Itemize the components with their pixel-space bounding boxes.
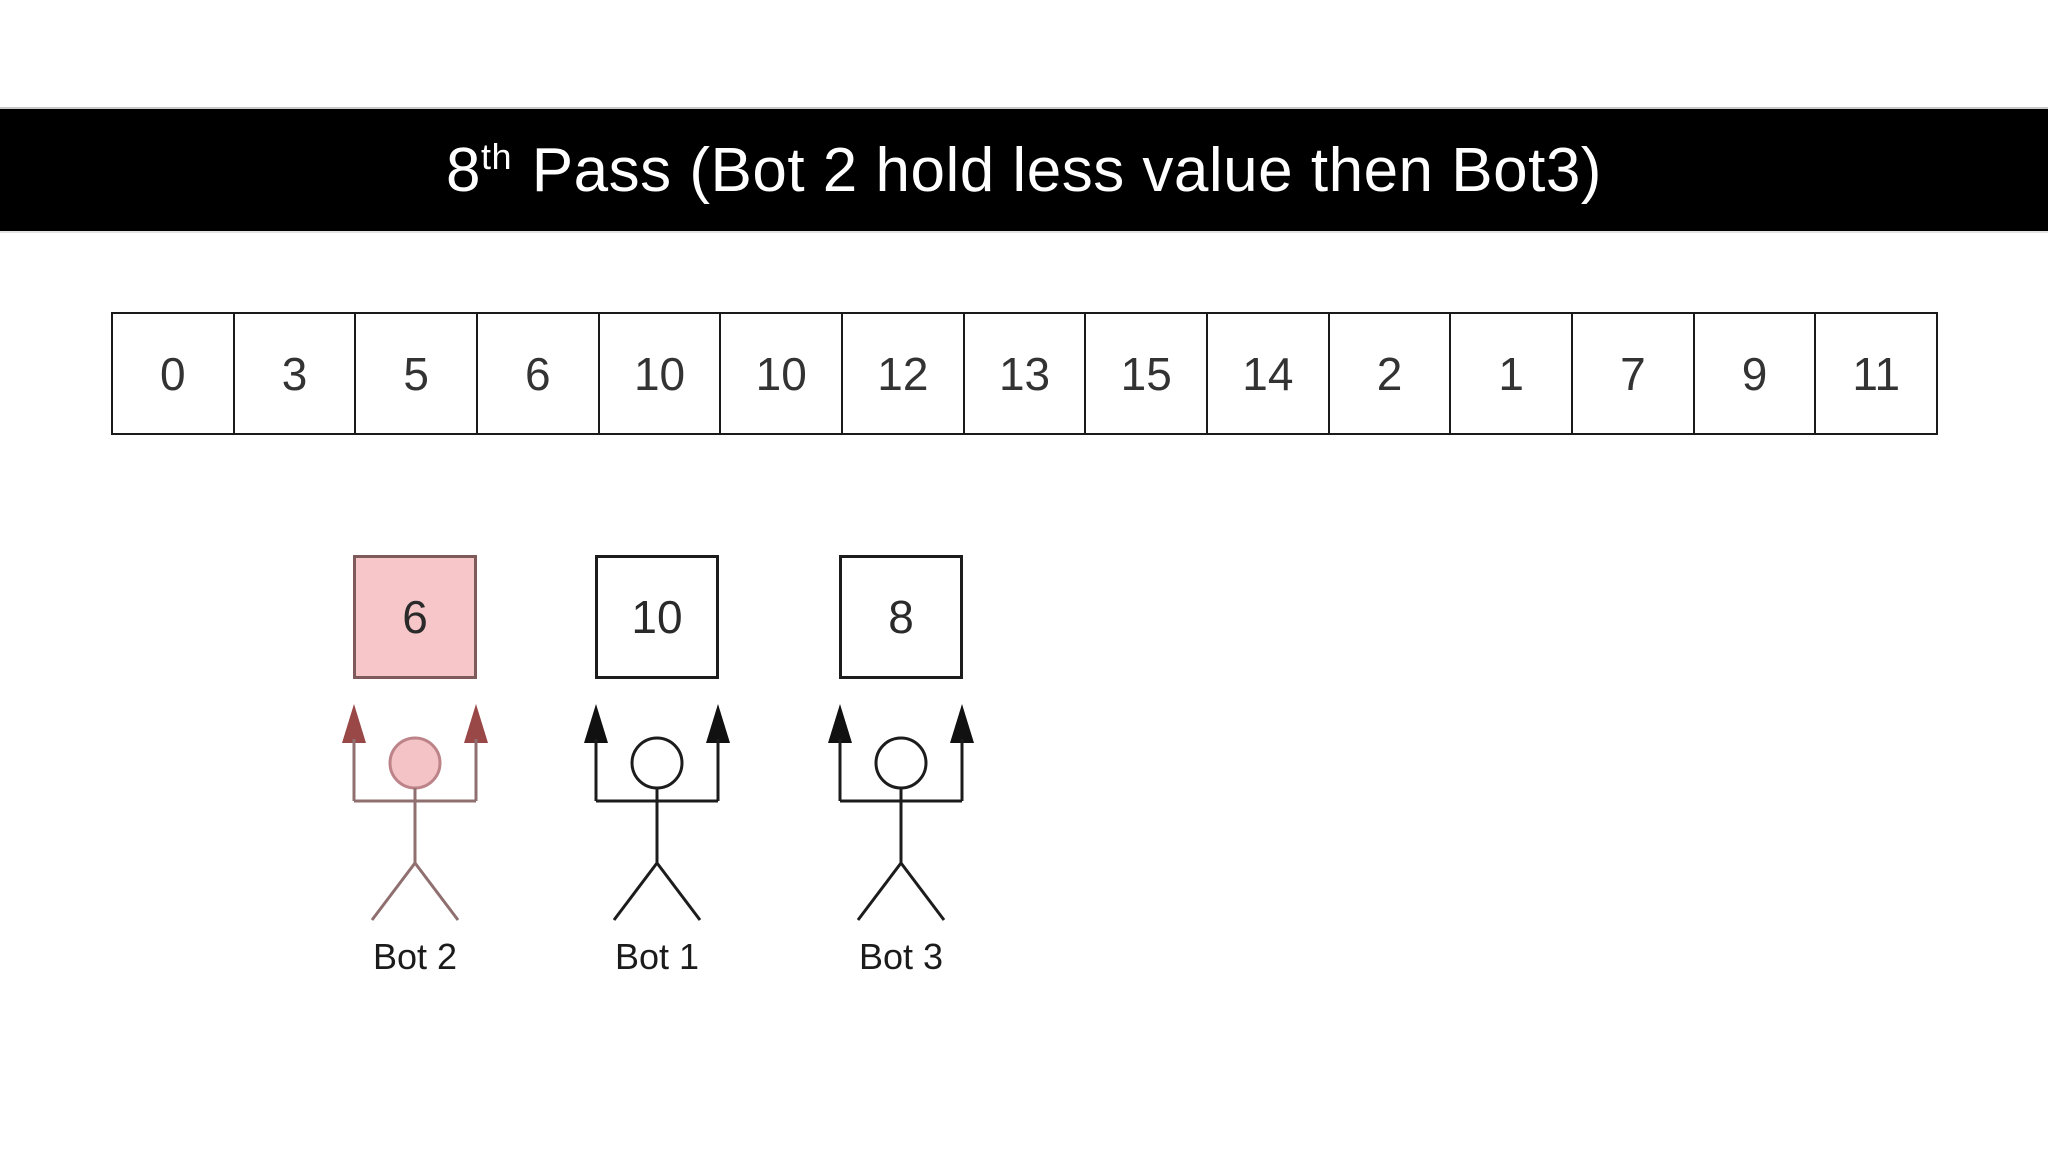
array-cell: 3: [235, 314, 357, 433]
array-cell: 10: [600, 314, 722, 433]
array-cell: 7: [1573, 314, 1695, 433]
bot-value: 6: [402, 591, 428, 643]
arrow-up-icon: [464, 704, 488, 743]
arrow-up-icon: [706, 704, 730, 743]
bot-value: 8: [888, 591, 914, 643]
number-array: 0 3 5 6 10 10 12 13 15 14 2 1 7 9 11: [111, 312, 1938, 435]
arrow-up-icon: [342, 704, 366, 743]
array-cell: 1: [1451, 314, 1574, 433]
figure-head: [874, 736, 928, 790]
stick-figure-icon: [342, 704, 488, 921]
arrow-up-icon: [950, 704, 974, 743]
array-cell: 2: [1330, 314, 1452, 433]
figure-head: [630, 736, 684, 790]
figure-head: [388, 736, 442, 790]
bot-group-bot3: 8 Bot 3: [811, 555, 991, 978]
title-superscript: th: [481, 135, 513, 177]
bot-value-box: 8: [839, 555, 963, 679]
figure-right-leg: [655, 862, 702, 921]
bot-group-bot1: 10 Bot 1: [567, 555, 747, 978]
array-cell: 11: [1852, 347, 1901, 400]
title-rest: Pass (Bot 2 hold less value then Bot3): [514, 135, 1602, 205]
arrow-up-icon: [828, 704, 852, 743]
figure-left-leg: [856, 862, 903, 921]
page-title: 8th Pass (Bot 2 hold less value then Bot…: [446, 135, 1602, 206]
figure-right-leg: [413, 862, 460, 921]
array-cell: 5: [356, 314, 479, 433]
array-cell: 12: [843, 314, 965, 433]
array-cell: 15: [1086, 314, 1209, 433]
bot-label: Bot 2: [372, 936, 458, 977]
array-cell: 0: [113, 314, 235, 433]
title-bar: 8th Pass (Bot 2 hold less value then Bot…: [0, 107, 2048, 233]
bot-value-box: 6: [353, 555, 477, 679]
array-cell: 10: [721, 314, 844, 433]
title-number: 8: [446, 135, 482, 205]
array-cell: 14: [1208, 314, 1330, 433]
bot-value-box: 10: [595, 555, 719, 679]
figure-right-leg: [899, 862, 946, 921]
figure-left-leg: [612, 862, 659, 921]
bot-value: 10: [631, 591, 683, 643]
bot-group-bot2: 6 Bot 2: [325, 555, 505, 978]
array-cell: 9: [1695, 314, 1817, 433]
figure-left-leg: [370, 862, 417, 921]
bot-label: Bot 1: [614, 936, 700, 977]
bot-label: Bot 3: [858, 936, 944, 977]
array-cell: 13: [965, 314, 1087, 433]
stick-figure-icon: [584, 704, 730, 921]
arrow-up-icon: [584, 704, 608, 743]
stick-figure-icon: [828, 704, 974, 921]
array-cell: 6: [478, 314, 600, 433]
